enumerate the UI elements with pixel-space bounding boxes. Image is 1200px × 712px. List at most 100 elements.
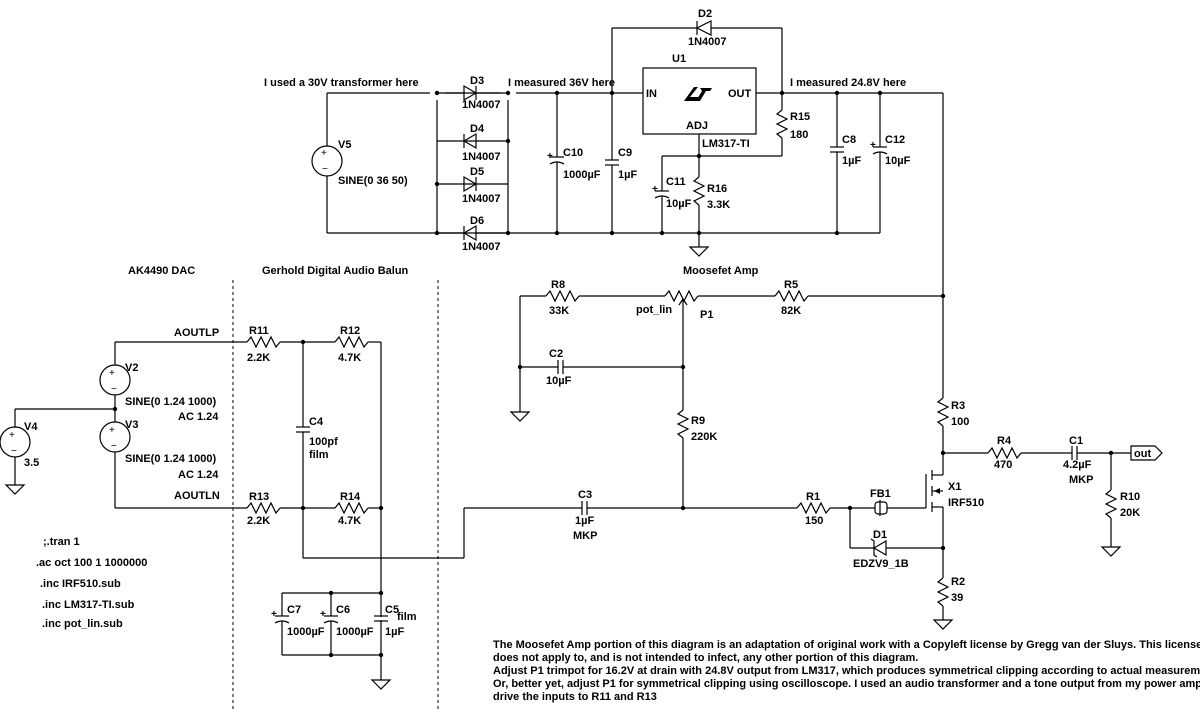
ferrite-bead-FB1: FB1 xyxy=(870,488,891,516)
resistor-R4: R4 470 xyxy=(987,435,1022,471)
svg-text:C7: C7 xyxy=(287,604,301,616)
capacitor-C10: + C10 1000µF xyxy=(547,93,601,233)
svg-text:10µF: 10µF xyxy=(546,375,572,387)
resistor-R16: R16 3.3K xyxy=(692,156,730,233)
section-amp: Moosefet Amp xyxy=(683,265,759,277)
resistor-R1: R1 150 xyxy=(796,491,831,527)
output-port: out xyxy=(1130,445,1163,461)
svg-text:V4: V4 xyxy=(24,421,38,433)
V5-value: SINE(0 36 50) xyxy=(338,175,408,187)
svg-text:10µF: 10µF xyxy=(885,155,911,167)
directive-inc-pot: .inc pot_lin.sub xyxy=(42,618,123,630)
resistor-R15: R15 180 xyxy=(775,93,810,156)
svg-text:MKP: MKP xyxy=(573,530,597,542)
source-V2: + − V2 SINE(0 1.24 1000) AC 1.24 xyxy=(99,362,219,423)
svg-text:82K: 82K xyxy=(781,305,801,317)
svg-text:R15: R15 xyxy=(790,111,810,123)
ground-symbol xyxy=(932,619,954,630)
net-aoutlp: AOUTLP xyxy=(174,327,219,339)
amp-section: R8 33K pot_lin P1 R5 82K C2 10µF xyxy=(464,93,1163,630)
diode-D4: D4 1N4007 xyxy=(462,123,501,163)
svg-text:39: 39 xyxy=(951,592,963,604)
svg-text:1N4007: 1N4007 xyxy=(688,36,727,48)
svg-text:10µF: 10µF xyxy=(666,198,692,210)
capacitor-C6: + C6 1000µF xyxy=(320,593,374,655)
svg-text:C3: C3 xyxy=(578,489,592,501)
svg-text:R3: R3 xyxy=(951,400,965,412)
svg-text:FB1: FB1 xyxy=(870,488,891,500)
capacitor-C5: C5 film 1µF xyxy=(374,604,417,638)
svg-text:SINE(0 1.24 1000): SINE(0 1.24 1000) xyxy=(125,453,216,465)
svg-text:+: + xyxy=(652,184,658,195)
ground-symbol xyxy=(4,484,26,495)
svg-text:2.2K: 2.2K xyxy=(247,515,270,527)
svg-text:C4: C4 xyxy=(309,416,324,428)
svg-text:R8: R8 xyxy=(551,279,565,291)
diode-D3: D3 1N4007 xyxy=(462,75,501,111)
dac-section: AOUTLP AOUTLN + − V2 SINE(0 1.24 1000) A… xyxy=(0,327,247,630)
resistor-R3: R3 100 xyxy=(936,397,969,428)
lt-logo xyxy=(684,87,712,101)
ground-symbol xyxy=(509,411,531,422)
svg-text:3.3K: 3.3K xyxy=(707,199,730,211)
svg-text:R10: R10 xyxy=(1120,491,1140,503)
capacitor-C11: + C11 10µF xyxy=(652,156,692,233)
resistor-R5: R5 82K xyxy=(774,279,809,317)
license-note: The Moosefet Amp portion of this diagram… xyxy=(493,639,1200,703)
svg-text:R16: R16 xyxy=(707,183,727,195)
source-V3: + − V3 SINE(0 1.24 1000) AC 1.24 xyxy=(99,419,219,481)
svg-text:does not apply to, and is not: does not apply to, and is not intended t… xyxy=(493,652,918,664)
svg-text:−: − xyxy=(11,446,17,457)
svg-text:1µF: 1µF xyxy=(385,626,404,638)
capacitor-C7: + C7 1000µF xyxy=(271,593,325,655)
svg-text:−: − xyxy=(111,384,117,395)
svg-text:+: + xyxy=(109,425,115,436)
ground-symbol xyxy=(370,679,392,690)
svg-text:LM317-TI: LM317-TI xyxy=(702,138,750,150)
resistor-R13: R13 2.2K xyxy=(246,491,281,527)
svg-text:V2: V2 xyxy=(125,362,138,374)
svg-text:R9: R9 xyxy=(691,415,705,427)
svg-text:R4: R4 xyxy=(997,435,1012,447)
svg-text:+: + xyxy=(271,609,277,620)
svg-text:1µF: 1µF xyxy=(842,155,861,167)
svg-text:R13: R13 xyxy=(249,491,269,503)
svg-text:pot_lin: pot_lin xyxy=(636,304,672,316)
svg-text:3.5: 3.5 xyxy=(24,457,39,469)
svg-text:1µF: 1µF xyxy=(575,515,594,527)
svg-text:470: 470 xyxy=(994,459,1012,471)
diode-D2: D2 1N4007 xyxy=(688,8,727,48)
svg-text:1000µF: 1000µF xyxy=(336,626,374,638)
svg-text:1N4007: 1N4007 xyxy=(462,193,501,205)
svg-text:EDZV9_1B: EDZV9_1B xyxy=(853,558,909,570)
svg-text:D3: D3 xyxy=(470,75,484,87)
svg-text:C11: C11 xyxy=(666,176,686,188)
svg-text:C2: C2 xyxy=(549,348,563,360)
svg-text:1000µF: 1000µF xyxy=(563,169,601,181)
svg-text:+: + xyxy=(547,151,553,162)
svg-text:+: + xyxy=(109,368,115,379)
note-measured-36v: I measured 36V here xyxy=(508,77,615,89)
svg-text:4.2µF: 4.2µF xyxy=(1063,459,1092,471)
resistor-R14: R14 4.7K xyxy=(334,491,369,527)
source-V5: + − V5 SINE(0 36 50) xyxy=(311,93,408,233)
svg-text:C6: C6 xyxy=(336,604,350,616)
svg-text:1N4007: 1N4007 xyxy=(462,99,501,111)
svg-text:drive the inputs to R11 and R1: drive the inputs to R11 and R13 xyxy=(493,691,657,703)
ground-symbol xyxy=(1100,546,1122,557)
directive-inc-irf510: .inc IRF510.sub xyxy=(40,578,121,590)
note-transformer: I used a 30V transformer here xyxy=(264,77,419,89)
svg-text:film: film xyxy=(309,449,329,461)
svg-text:film: film xyxy=(397,611,417,623)
note-measured-24-8v: I measured 24.8V here xyxy=(790,77,906,89)
svg-text:+: + xyxy=(320,609,326,620)
svg-text:180: 180 xyxy=(790,129,808,141)
resistor-R2: R2 39 xyxy=(936,576,965,607)
ground-symbol xyxy=(688,233,710,257)
svg-text:MKP: MKP xyxy=(1069,474,1093,486)
V5-ref: V5 xyxy=(338,139,351,151)
svg-text:R12: R12 xyxy=(340,325,360,337)
svg-text:AC 1.24: AC 1.24 xyxy=(178,469,219,481)
svg-text:−: − xyxy=(322,164,328,175)
svg-text:IRF510: IRF510 xyxy=(948,497,984,509)
